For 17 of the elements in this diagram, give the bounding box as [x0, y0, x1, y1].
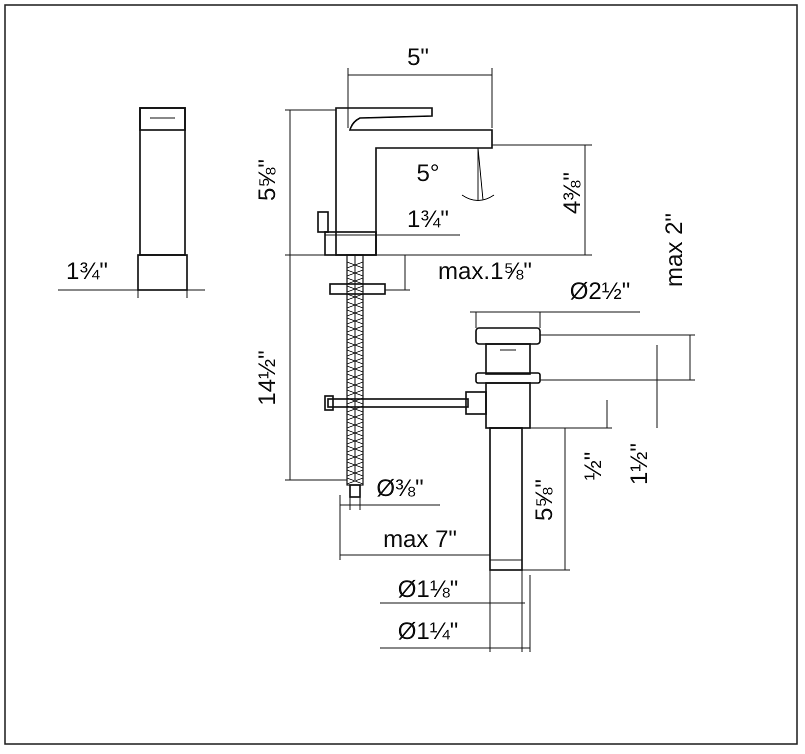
dimension-label: max 2" — [663, 213, 687, 287]
dimension-label: Ø1¼" — [398, 620, 458, 644]
dimension-label: 5⅝" — [533, 479, 557, 521]
dimension-label: Ø2½" — [570, 280, 630, 304]
dimension-label: 1½" — [628, 443, 652, 485]
dimension-label: 5" — [407, 46, 429, 70]
dimension-label: 14½" — [256, 350, 280, 406]
dimension-label: 5° — [416, 162, 440, 186]
dimension-label: 4⅜" — [561, 172, 585, 214]
dimension-label: 1¾" — [66, 260, 108, 284]
dimension-label: ½" — [582, 452, 606, 480]
dimension-label: max.1⅝" — [438, 260, 532, 284]
dimension-label: 1¾" — [407, 208, 449, 232]
dimension-label: max 7" — [383, 528, 457, 552]
dimension-label: Ø1⅛" — [398, 578, 458, 602]
dimension-label: Ø⅜" — [376, 477, 424, 501]
dimension-label: 5⅝" — [256, 159, 280, 201]
